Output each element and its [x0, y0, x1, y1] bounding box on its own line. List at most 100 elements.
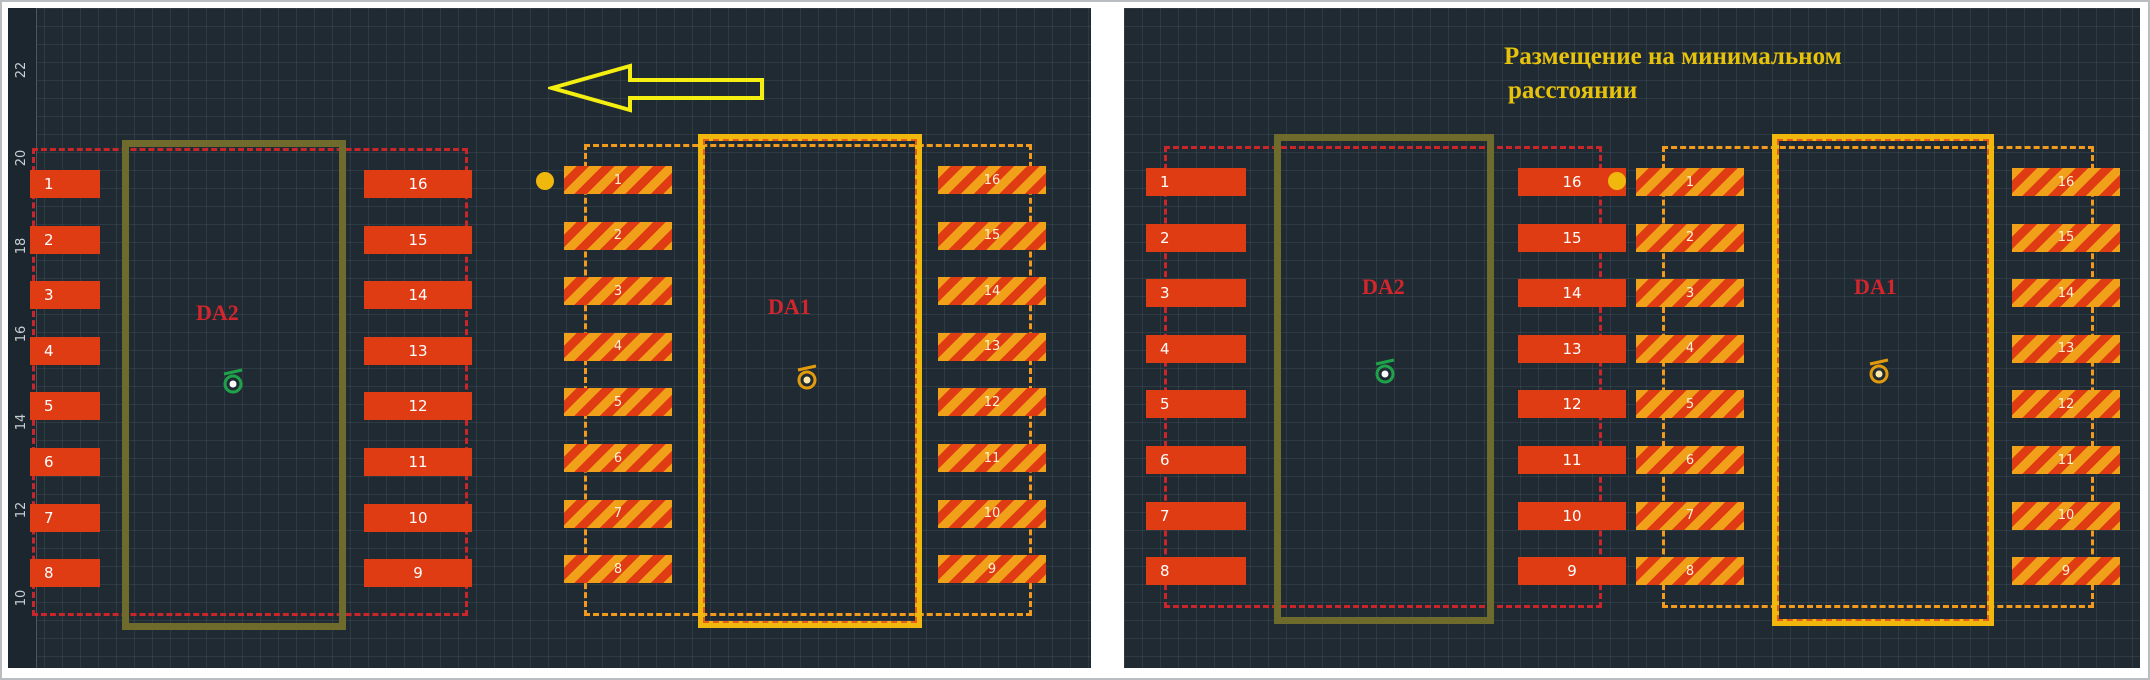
pad-left-3[interactable]: 3	[564, 277, 672, 306]
pad-left-6[interactable]: 6	[1636, 446, 1744, 474]
pad-number: 11	[2057, 452, 2075, 468]
da2-body	[122, 140, 346, 630]
pad-right-13[interactable]: 13	[1518, 334, 1626, 363]
pad-right-14[interactable]: 14	[364, 281, 472, 310]
da1-courtyard	[1662, 146, 2094, 608]
pad-number: 10	[1562, 506, 1582, 525]
pad-right-16[interactable]: 16	[1518, 168, 1626, 196]
pad-left-2[interactable]: 2	[1146, 223, 1246, 252]
ruler-tick: 18	[14, 237, 29, 255]
caption-line-1: Размещение на минимальном	[1504, 43, 1842, 70]
pad-right-16[interactable]: 16	[2012, 168, 2120, 196]
ruler-tick: 14	[14, 413, 29, 431]
pad-number: 1	[613, 172, 623, 188]
pad-number: 3	[44, 286, 54, 305]
pad-right-16[interactable]: 16	[938, 166, 1046, 194]
ruler-tick: 16	[14, 325, 29, 343]
pad-right-10[interactable]: 10	[938, 499, 1046, 528]
pad-right-9[interactable]: 9	[2012, 557, 2120, 586]
pad-right-15[interactable]: 15	[364, 225, 472, 254]
pad-right-13[interactable]: 13	[2012, 334, 2120, 363]
pad-right-14[interactable]: 14	[938, 277, 1046, 306]
pad-right-14[interactable]: 14	[1518, 279, 1626, 308]
pad-right-14[interactable]: 14	[2012, 279, 2120, 308]
view-divider	[1091, 8, 1124, 668]
pad-left-3[interactable]: 3	[1146, 279, 1246, 308]
pad-right-11[interactable]: 11	[1518, 446, 1626, 474]
pad-right-12[interactable]: 12	[364, 392, 472, 421]
pad-number: 8	[613, 561, 623, 577]
pad-left-5[interactable]: 5	[564, 388, 672, 417]
pad-left-7[interactable]: 7	[1146, 501, 1246, 530]
pad-number: 1	[44, 175, 54, 193]
pad-left-4[interactable]: 4	[564, 332, 672, 361]
pad-right-13[interactable]: 13	[938, 332, 1046, 361]
pcb-canvas-right[interactable]: Размещение на минимальном расстоянии DA2…	[1124, 8, 2140, 668]
pad-number: 5	[1160, 395, 1170, 414]
pad-right-13[interactable]: 13	[364, 336, 472, 365]
pad-number: 7	[44, 508, 54, 527]
pad-right-9[interactable]: 9	[1518, 557, 1626, 586]
pad-left-5[interactable]: 5	[1146, 390, 1246, 419]
pad-right-15[interactable]: 15	[1518, 223, 1626, 252]
pad-right-10[interactable]: 10	[2012, 501, 2120, 530]
pad-left-5[interactable]: 5	[30, 392, 100, 421]
pad-number: 3	[613, 283, 623, 299]
pad-left-7[interactable]: 7	[1636, 501, 1744, 530]
pad-right-15[interactable]: 15	[938, 221, 1046, 250]
pad-right-15[interactable]: 15	[2012, 223, 2120, 252]
pad-number: 5	[44, 397, 54, 416]
ruler-tick: 20	[14, 149, 29, 167]
pad-right-11[interactable]: 11	[364, 448, 472, 476]
pad-number: 13	[1562, 339, 1582, 358]
pad-left-8[interactable]: 8	[1636, 557, 1744, 586]
pad-number: 16	[1562, 173, 1582, 191]
ruler-tick: 10	[14, 589, 29, 607]
pad-left-6[interactable]: 6	[564, 444, 672, 472]
pin1-marker-dot	[536, 172, 554, 190]
pad-left-8[interactable]: 8	[564, 555, 672, 584]
pad-left-5[interactable]: 5	[1636, 390, 1744, 419]
pad-right-9[interactable]: 9	[938, 555, 1046, 584]
pad-right-10[interactable]: 10	[1518, 501, 1626, 530]
pad-number: 10	[983, 506, 1001, 522]
pad-left-2[interactable]: 2	[30, 225, 100, 254]
pad-number: 12	[1562, 395, 1582, 414]
pad-left-6[interactable]: 6	[30, 448, 100, 476]
pad-right-12[interactable]: 12	[938, 388, 1046, 417]
pad-left-3[interactable]: 3	[1636, 279, 1744, 308]
pad-left-4[interactable]: 4	[30, 336, 100, 365]
pad-left-2[interactable]: 2	[564, 221, 672, 250]
pad-number: 15	[2057, 230, 2075, 246]
pad-right-16[interactable]: 16	[364, 170, 472, 198]
pad-left-6[interactable]: 6	[1146, 446, 1246, 474]
pad-number: 3	[1160, 284, 1170, 303]
pad-right-12[interactable]: 12	[2012, 390, 2120, 419]
pad-left-7[interactable]: 7	[564, 499, 672, 528]
pad-left-2[interactable]: 2	[1636, 223, 1744, 252]
pad-left-7[interactable]: 7	[30, 503, 100, 532]
pad-number: 13	[983, 339, 1001, 355]
pad-number: 13	[408, 341, 428, 360]
pad-left-4[interactable]: 4	[1146, 334, 1246, 363]
pad-right-9[interactable]: 9	[364, 559, 472, 588]
pad-left-8[interactable]: 8	[1146, 557, 1246, 586]
pad-right-11[interactable]: 11	[938, 444, 1046, 472]
pad-right-12[interactable]: 12	[1518, 390, 1626, 419]
pad-left-8[interactable]: 8	[30, 559, 100, 588]
pad-left-1[interactable]: 1	[1146, 168, 1246, 196]
pad-left-1[interactable]: 1	[564, 166, 672, 194]
pad-right-10[interactable]: 10	[364, 503, 472, 532]
pad-number: 11	[408, 453, 428, 471]
pad-left-4[interactable]: 4	[1636, 334, 1744, 363]
da2-designator: DA2	[1362, 274, 1405, 299]
pad-left-1[interactable]: 1	[1636, 168, 1744, 196]
pad-number: 5	[1685, 396, 1695, 412]
pad-left-1[interactable]: 1	[30, 170, 100, 198]
pad-number: 5	[613, 394, 623, 410]
pad-number: 4	[1685, 341, 1695, 357]
pad-right-11[interactable]: 11	[2012, 446, 2120, 474]
pad-number: 7	[613, 506, 623, 522]
pad-left-3[interactable]: 3	[30, 281, 100, 310]
